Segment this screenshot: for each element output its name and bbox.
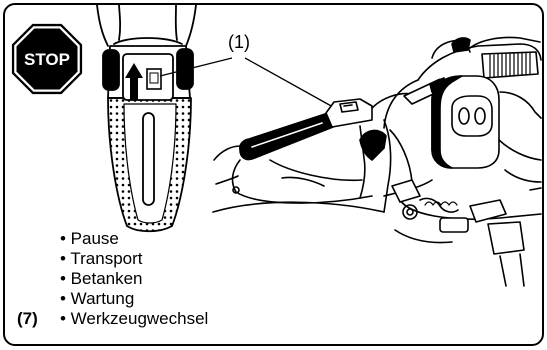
list-item: • Betanken: [60, 269, 208, 289]
carburetor-assembly: [392, 180, 541, 286]
primer-bulb: [452, 96, 492, 136]
rear-handle: [97, 5, 196, 231]
callout-label: (1): [228, 32, 250, 52]
air-filter-cover: [470, 37, 540, 78]
handle-slot: [143, 113, 154, 205]
instruction-list: • Pause • Transport • Betanken • Wartung…: [60, 229, 208, 329]
rear-handle-switch: [123, 54, 173, 100]
list-item: • Pause: [60, 229, 208, 249]
front-handle-grip: [240, 113, 333, 160]
fuel-cap: [432, 76, 499, 168]
stop-sign-icon: STOP: [12, 24, 82, 94]
figure-reference: (7): [17, 309, 38, 329]
stop-sign-label: STOP: [24, 50, 70, 69]
list-item: • Werkzeugwechsel: [60, 309, 208, 329]
list-item: • Wartung: [60, 289, 208, 309]
hedge-trimmer-engine: [213, 37, 541, 286]
handle-side-ear-left: [103, 50, 119, 90]
list-item: • Transport: [60, 249, 208, 269]
front-handle-switch: [326, 99, 372, 127]
